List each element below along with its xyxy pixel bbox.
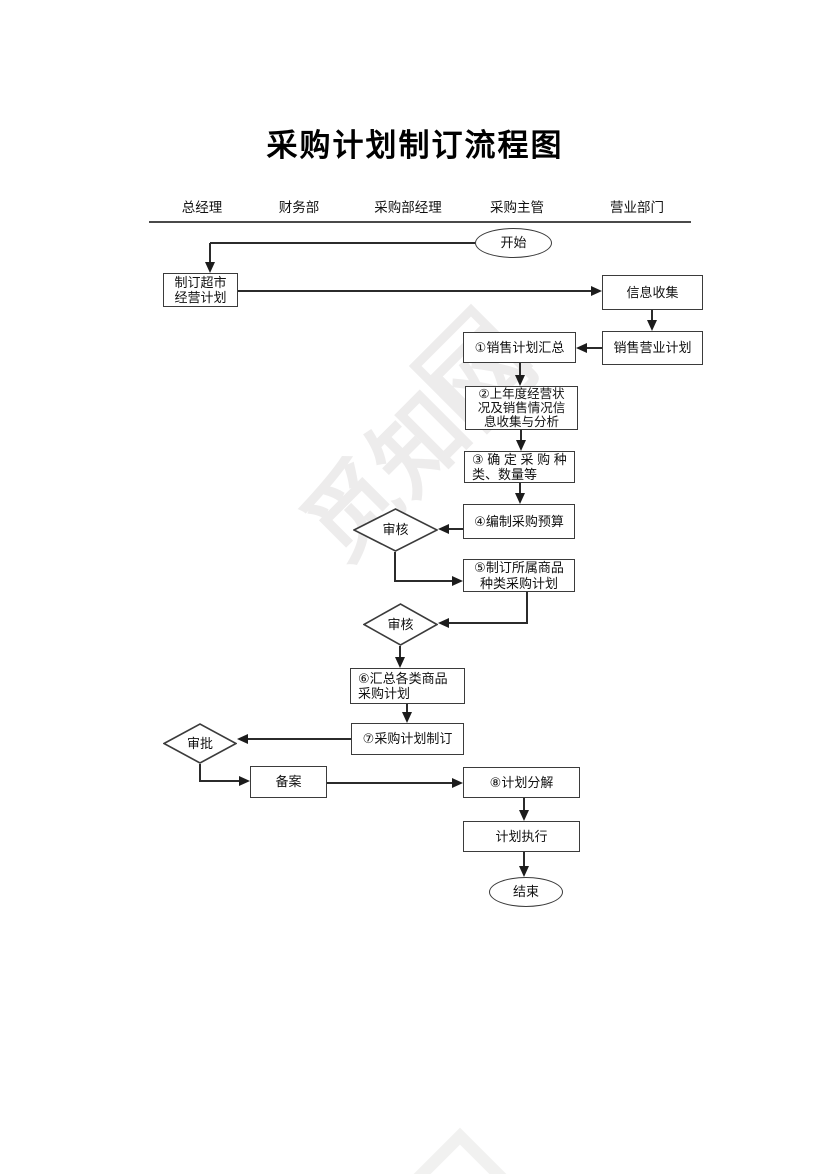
connector-line (449, 528, 463, 530)
arrowhead-right-icon (591, 286, 602, 296)
connector-line (199, 780, 239, 782)
process-filing: 备案 (250, 766, 327, 798)
node-label: 结束 (512, 884, 539, 900)
process-7-purchase-plan-formulation: ⑦采购计划制订 (351, 723, 464, 755)
lane-header-general-manager: 总经理 (181, 200, 223, 215)
lane-header-divider (149, 221, 691, 224)
arrowhead-down-icon (519, 866, 529, 877)
connector-line (209, 243, 211, 263)
arrowhead-left-icon (576, 343, 587, 353)
arrowhead-right-icon (239, 776, 250, 786)
node-label: ③ 确 定 采 购 种 类、数量等 (472, 451, 567, 483)
node-label: ⑦采购计划制订 (362, 731, 453, 747)
lane-header-procurement-manager: 采购部经理 (374, 200, 442, 215)
node-label: ②上年度经营状 况及销售情况信 息收集与分析 (477, 387, 566, 429)
node-label: 审核 (382, 522, 409, 538)
process-6-summarize-purchase-plans: ⑥汇总各类商品 采购计划 (350, 668, 465, 704)
diamond-shape (353, 508, 438, 552)
connector-line (399, 646, 401, 657)
watermark-bottom-logo (325, 1127, 595, 1174)
connector-line (248, 738, 351, 740)
connector-line (238, 290, 591, 292)
connector-line (449, 622, 528, 624)
arrowhead-down-icon (519, 810, 529, 821)
connector-line (210, 242, 475, 244)
end-terminator: 结束 (489, 877, 563, 907)
connector-line (519, 483, 521, 494)
node-label: 审批 (186, 735, 213, 751)
watermark-text: 觅知网 (285, 308, 557, 581)
diamond-shape (363, 603, 438, 646)
decision-review-2: 审核 (363, 603, 438, 646)
node-label: 开始 (500, 235, 527, 251)
process-sales-business-plan: 销售营业计划 (602, 331, 703, 365)
lane-header-procurement-supervisor: 采购主管 (490, 200, 544, 215)
node-label: 备案 (275, 774, 302, 790)
connector-line (523, 798, 525, 810)
process-2-prior-year-analysis: ②上年度经营状 况及销售情况信 息收集与分析 (465, 386, 578, 430)
process-5-category-purchase-plan: ⑤制订所属商品 种类采购计划 (463, 559, 575, 592)
connector-line (526, 592, 528, 624)
arrowhead-down-icon (515, 375, 525, 386)
arrowhead-down-icon (647, 320, 657, 331)
process-info-collect: 信息收集 (602, 275, 703, 310)
connector-line (327, 782, 452, 784)
decision-review-1: 审核 (353, 508, 438, 552)
node-label: 计划执行 (495, 828, 548, 844)
lane-header-finance-dept: 财务部 (278, 200, 320, 215)
connector-line (520, 430, 522, 441)
arrowhead-down-icon (515, 493, 525, 504)
arrowhead-right-icon (452, 778, 463, 788)
node-label: 信息收集 (626, 284, 679, 300)
connector-line (523, 852, 525, 866)
connector-line (519, 363, 521, 376)
node-label: ⑥汇总各类商品 采购计划 (358, 670, 448, 702)
process-plan-execution: 计划执行 (463, 821, 580, 852)
node-label: ⑤制订所属商品 种类采购计划 (474, 560, 564, 591)
node-label: ①销售计划汇总 (474, 339, 565, 355)
connector-line (394, 552, 396, 582)
decision-approval: 审批 (163, 723, 237, 764)
lane-header-business-dept: 营业部门 (610, 200, 664, 215)
page-title: 采购计划制订流程图 (266, 128, 564, 163)
diamond-shape (163, 723, 237, 764)
node-label: 制订超市 经营计划 (174, 274, 227, 306)
node-label: ⑧计划分解 (489, 774, 554, 790)
connector-line (199, 764, 201, 782)
arrowhead-right-icon (452, 576, 463, 586)
process-1-sales-plan-summary: ①销售计划汇总 (463, 332, 576, 363)
connector-line (587, 347, 602, 349)
process-8-plan-decomposition: ⑧计划分解 (463, 767, 580, 798)
arrowhead-left-icon (237, 734, 248, 744)
arrowhead-left-icon (438, 524, 449, 534)
process-make-store-plan: 制订超市 经营计划 (163, 273, 238, 307)
node-label: 销售营业计划 (613, 340, 692, 356)
arrowhead-down-icon (205, 262, 215, 273)
start-terminator: 开始 (475, 228, 552, 258)
arrowhead-left-icon (438, 618, 449, 628)
node-label: 审核 (387, 616, 414, 632)
connector-line (651, 310, 653, 321)
connector-line (406, 704, 408, 713)
arrowhead-down-icon (395, 657, 405, 668)
arrowhead-down-icon (516, 440, 526, 451)
process-3-determine-types-quantity: ③ 确 定 采 购 种 类、数量等 (464, 451, 575, 483)
arrowhead-down-icon (402, 712, 412, 723)
node-label: ④编制采购预算 (474, 513, 564, 529)
process-4-purchase-budget: ④编制采购预算 (463, 504, 575, 539)
connector-line (394, 580, 452, 582)
